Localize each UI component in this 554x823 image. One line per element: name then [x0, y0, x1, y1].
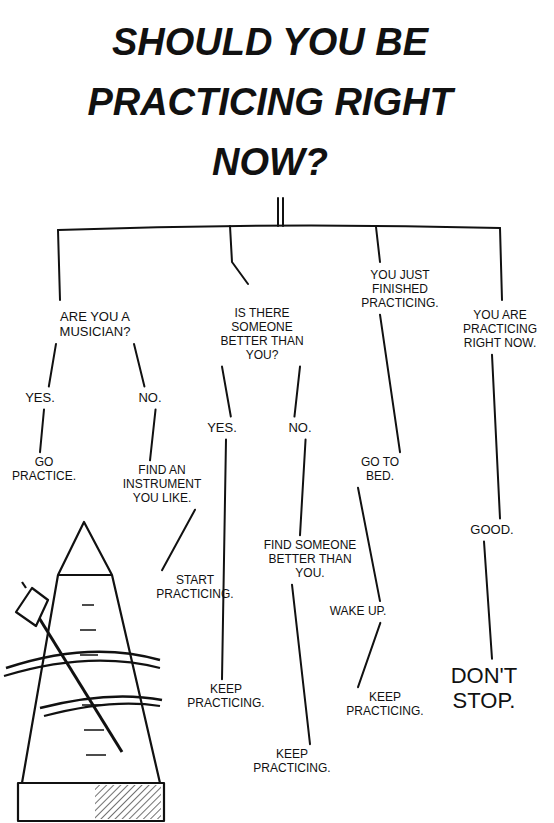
step-text: YOU ARE PRACTICING RIGHT NOW.	[455, 309, 545, 350]
metronome	[4, 522, 164, 821]
step-text: YES.	[207, 421, 237, 436]
step-text: KEEP PRACTICING.	[242, 748, 342, 776]
flow-line	[162, 510, 195, 571]
flow-step: KEEP PRACTICING.	[335, 691, 435, 719]
flow-step: KEEP PRACTICING.	[176, 683, 276, 711]
title-text: SHOULD YOU BE PRACTICING RIGHT NOW?	[87, 21, 452, 183]
step-text: KEEP PRACTICING.	[176, 683, 276, 711]
flow-step: YOU ARE PRACTICING RIGHT NOW.	[455, 309, 545, 350]
flow-step: ARE YOU A MUSICIAN?	[50, 310, 140, 340]
step-text: GO PRACTICE.	[4, 456, 84, 484]
step-text: IS THERE SOMEONE BETTER THAN YOU?	[212, 307, 312, 362]
flow-line	[49, 344, 56, 387]
flow-step: GO PRACTICE.	[4, 456, 84, 484]
step-text: NO.	[138, 391, 161, 406]
flow-line	[150, 409, 156, 460]
flow-step: IS THERE SOMEONE BETTER THAN YOU?	[212, 307, 312, 362]
flow-line	[380, 315, 400, 453]
flow-line	[358, 623, 380, 687]
flow-step: DON'T STOP.	[434, 663, 534, 714]
flow-line	[292, 585, 310, 745]
step-text: KEEP PRACTICING.	[335, 691, 435, 719]
flow-step: START PRACTICING.	[150, 574, 240, 602]
flow-step: FIND AN INSTRUMENT YOU LIKE.	[112, 464, 212, 505]
flow-step: GOOD.	[470, 523, 513, 538]
flow-line	[492, 355, 500, 519]
step-text: YES.	[25, 391, 55, 406]
step-text: FIND SOMEONE BETTER THAN YOU.	[260, 539, 360, 580]
title: SHOULD YOU BE PRACTICING RIGHT NOW?	[85, 12, 455, 192]
step-text: GO TO BED.	[350, 456, 410, 484]
step-text: START PRACTICING.	[150, 574, 240, 602]
flow-line	[134, 344, 144, 387]
flow-step: YES.	[207, 421, 237, 436]
step-text: WAKE UP.	[330, 605, 387, 619]
step-text: FIND AN INSTRUMENT YOU LIKE.	[112, 464, 212, 505]
flow-line	[358, 488, 380, 601]
flow-step: NO.	[288, 421, 311, 436]
flow-line	[222, 367, 231, 417]
flow-step: YOU JUST FINISHED PRACTICING.	[350, 269, 450, 310]
flow-line	[484, 541, 492, 658]
flow-step: NO.	[138, 391, 161, 406]
flow-step: GO TO BED.	[350, 456, 410, 484]
flow-step: FIND SOMEONE BETTER THAN YOU.	[260, 539, 360, 580]
flow-step: YES.	[25, 391, 55, 406]
step-text: DON'T STOP.	[434, 663, 534, 714]
flow-line	[300, 439, 306, 535]
step-text: YOU JUST FINISHED PRACTICING.	[350, 269, 450, 310]
flow-step: KEEP PRACTICING.	[242, 748, 342, 776]
flow-step: WAKE UP.	[330, 605, 387, 619]
step-text: ARE YOU A MUSICIAN?	[50, 310, 140, 340]
flow-line	[222, 439, 226, 679]
flow-line	[40, 409, 44, 452]
step-text: NO.	[288, 421, 311, 436]
tree-bar	[58, 198, 502, 300]
step-text: GOOD.	[470, 523, 513, 538]
flow-line	[294, 367, 300, 417]
